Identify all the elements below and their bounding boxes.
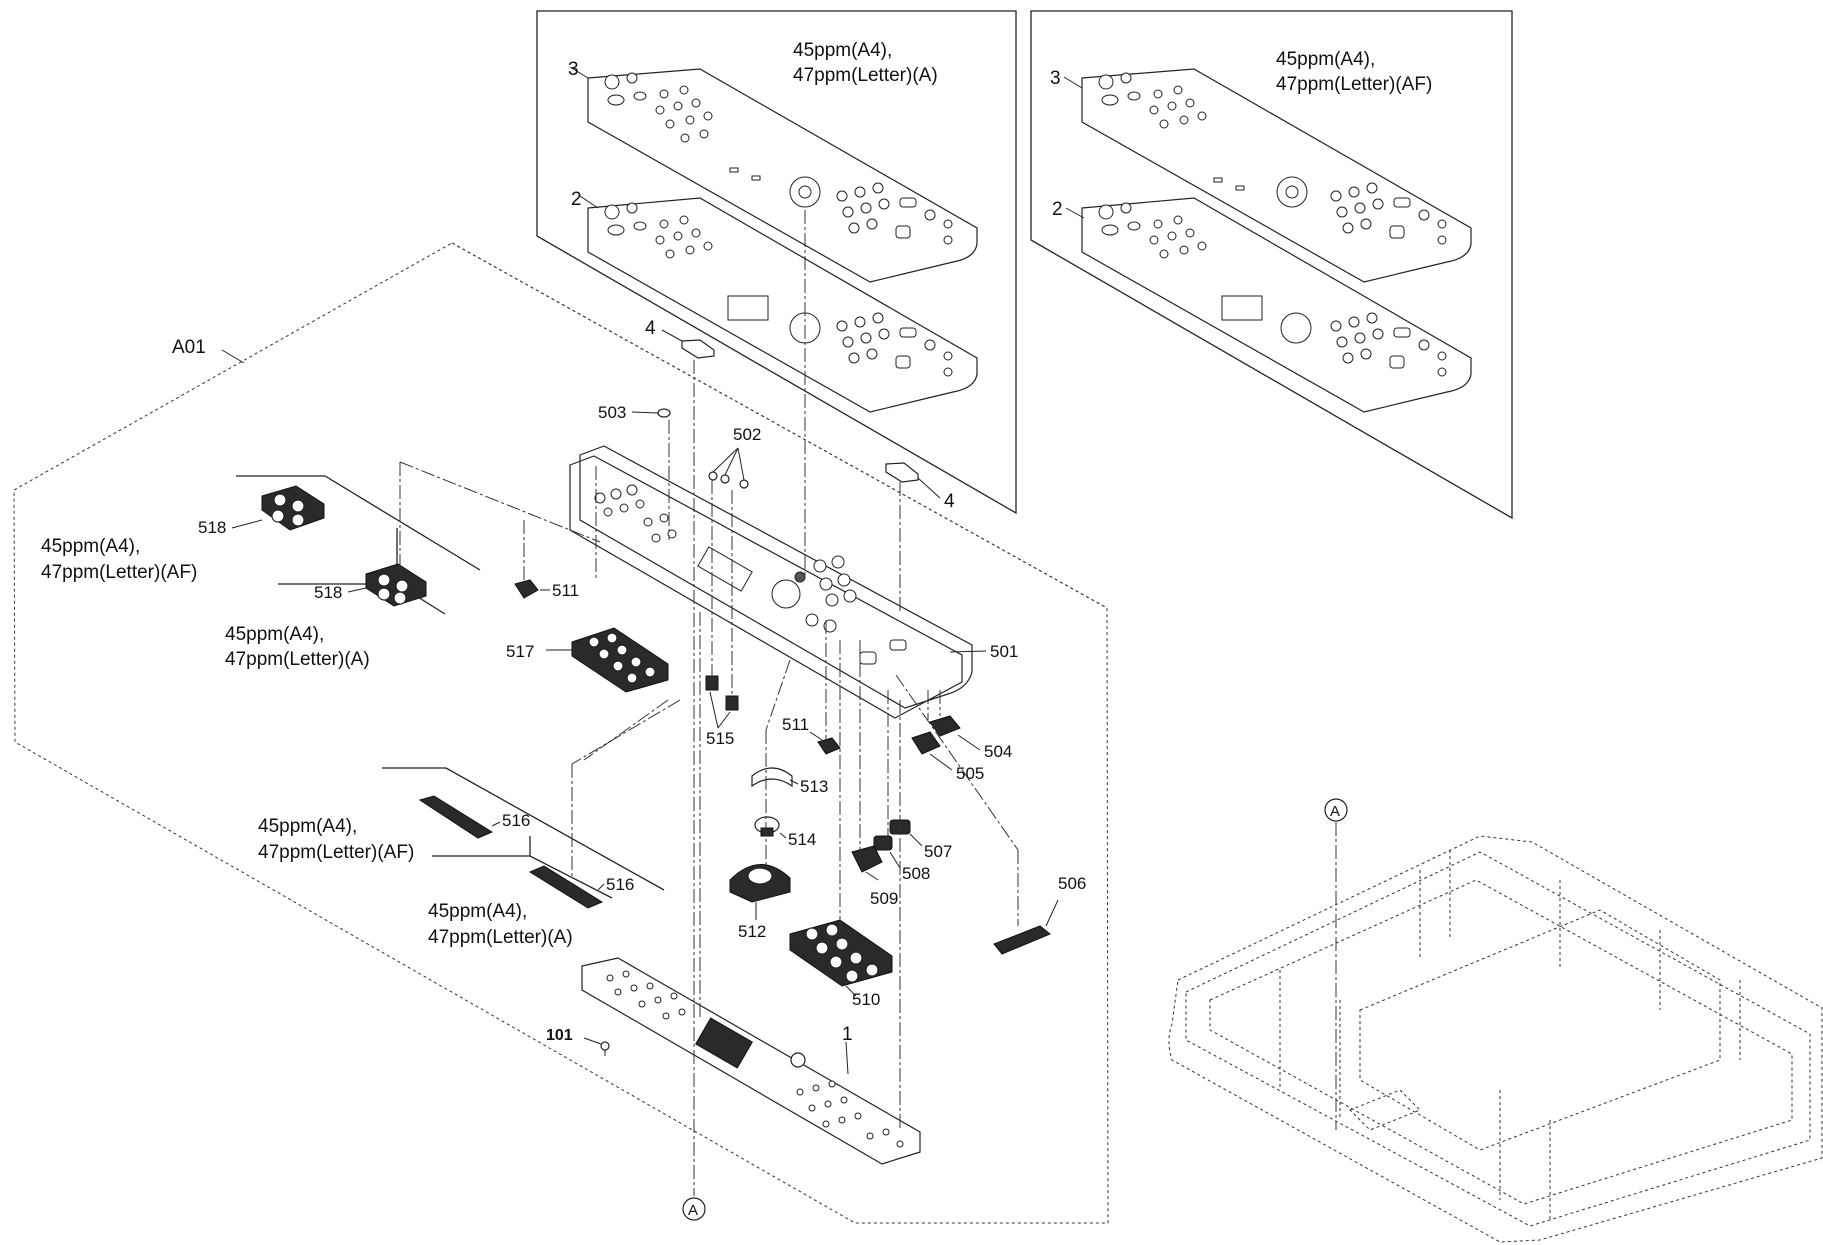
callout-517: 517: [506, 642, 534, 661]
callout-2-a: 2: [571, 189, 582, 210]
callout-515: 515: [706, 729, 734, 748]
callout-513: 513: [800, 777, 828, 796]
keys-516-af: [418, 795, 501, 839]
variant-518-a-line2: 47ppm(Letter)(A): [225, 649, 370, 670]
part-511-left: [514, 579, 550, 599]
callout-510: 510: [852, 990, 880, 1009]
callout-3-a: 3: [568, 59, 579, 80]
variant-518-a-line1: 45ppm(A4),: [225, 624, 324, 645]
callout-512: 512: [738, 922, 766, 941]
assembly-a01-boundary: A01: [13, 242, 1109, 1224]
overlay-sheet-2-a: [587, 197, 978, 413]
part-513: [751, 767, 799, 788]
part-508: [873, 835, 901, 869]
part-509: [851, 845, 883, 881]
overlay-panel-af: 3 2 45ppm(A4), 47ppm(Letter)(AF): [1030, 10, 1513, 520]
callout-503: 503: [598, 403, 626, 422]
callout-506: 506: [1058, 874, 1086, 893]
bracket-4-right: [885, 462, 941, 499]
callout-511-left: 511: [552, 581, 579, 600]
part-503: [631, 408, 671, 418]
part-502: [708, 447, 749, 489]
ref-mark-a-body-label: A: [1330, 803, 1340, 820]
callout-518-af: 518: [198, 518, 226, 537]
variant-518-af-line1: 45ppm(A4),: [41, 536, 140, 557]
callout-2-af: 2: [1052, 199, 1063, 220]
variant-516-af-line2: 47ppm(Letter)(AF): [258, 842, 414, 863]
variant-516-a-line2: 47ppm(Letter)(A): [428, 927, 573, 948]
part-504: [929, 715, 981, 751]
screw-101: [583, 1037, 610, 1056]
part-512: [729, 864, 791, 920]
callout-516-af: 516: [502, 811, 530, 830]
callout-511-center: 511: [782, 715, 809, 734]
callout-507: 507: [924, 842, 952, 861]
callout-508: 508: [902, 864, 930, 883]
variant-label-a-line2: 47ppm(Letter)(A): [793, 65, 938, 86]
variant-label-a-line1: 45ppm(A4),: [793, 40, 892, 61]
overlay-sheet-2-af: [1081, 197, 1472, 413]
variant-516-af-line1: 45ppm(A4),: [258, 816, 357, 837]
part-515: [705, 675, 739, 729]
callout-505: 505: [956, 764, 984, 783]
keys-518-af: [231, 485, 325, 531]
callout-1-pcb: 1: [842, 1024, 853, 1045]
keypad-517: [546, 627, 669, 693]
callout-518-a: 518: [314, 583, 342, 602]
alignment-lines: [399, 210, 1019, 1196]
callout-101: 101: [546, 1027, 573, 1044]
callout-501: 501: [990, 642, 1018, 661]
part-506: [993, 899, 1059, 955]
callout-4-left: 4: [645, 318, 656, 339]
callout-516-a: 516: [606, 875, 634, 894]
keys-516-a: [528, 865, 605, 909]
callout-509: 509: [870, 889, 898, 908]
key-variant-516-frames: [382, 767, 665, 899]
operation-panel-frame-501: [569, 445, 987, 719]
variant-label-af-line2: 47ppm(Letter)(AF): [1276, 74, 1432, 95]
callout-502: 502: [733, 425, 761, 444]
variant-516-a-line1: 45ppm(A4),: [428, 901, 527, 922]
part-505: [911, 731, 953, 771]
ref-mark-a-assembly-label: A: [688, 1202, 698, 1219]
callout-4-right: 4: [944, 491, 955, 512]
ref-mark-a-body: [1324, 798, 1348, 822]
overlay-panel-a: 3 2 45ppm(A4), 47ppm(Letter)(A): [536, 10, 1017, 515]
pcb-1: [581, 957, 921, 1165]
callout-504: 504: [984, 742, 1012, 761]
callout-3-af: 3: [1050, 68, 1061, 89]
variant-518-af-line2: 47ppm(Letter)(AF): [41, 562, 197, 583]
part-511-center: [809, 731, 841, 755]
callout-514: 514: [788, 830, 816, 849]
machine-body-view: [1168, 822, 1823, 1243]
keys-518-a: [347, 563, 427, 607]
keypad-510: [789, 919, 893, 997]
assembly-label-a01: A01: [172, 337, 206, 358]
overlay-sheet-3-af: [1081, 68, 1472, 283]
part-507: [889, 819, 923, 847]
overlay-sheet-3-a: [587, 68, 978, 283]
bracket-4-left: [661, 329, 715, 359]
part-514: [754, 816, 787, 839]
variant-label-af-line1: 45ppm(A4),: [1276, 49, 1375, 70]
ref-mark-a-assembly: [682, 1197, 706, 1221]
